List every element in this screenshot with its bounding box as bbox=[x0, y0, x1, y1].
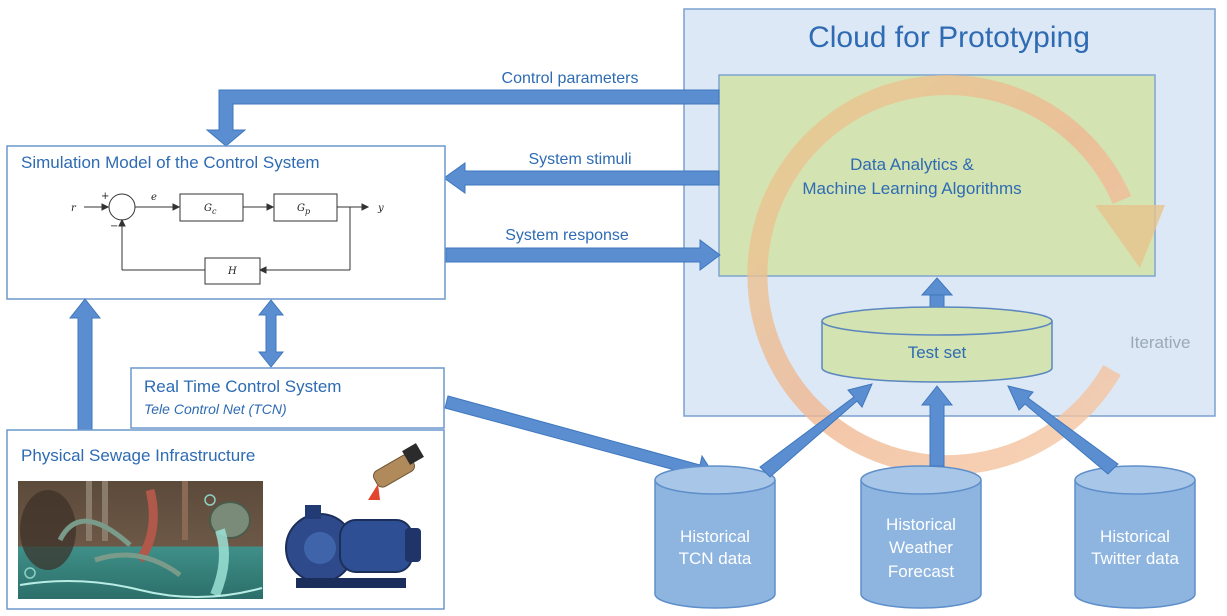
rtc-subtitle: Tele Control Net (TCN) bbox=[144, 401, 287, 417]
h-block-label: H bbox=[227, 266, 237, 277]
system-stimuli-label: System stimuli bbox=[528, 151, 631, 168]
signal-y-label: y bbox=[377, 203, 384, 214]
ml-label-line1: Data Analytics & bbox=[850, 155, 974, 174]
test-set-cylinder: Test set bbox=[821, 306, 1053, 383]
signal-e-label: e bbox=[151, 192, 157, 203]
pump-icon bbox=[285, 505, 421, 588]
twitter-data-cylinder: Historical Twitter data bbox=[1074, 465, 1196, 609]
test-set-label: Test set bbox=[908, 343, 967, 362]
sewer-illustration bbox=[18, 481, 263, 599]
ml-label-line2: Machine Learning Algorithms bbox=[802, 179, 1021, 198]
control-parameters-arrow bbox=[205, 89, 720, 147]
weather-label-1: Historical bbox=[886, 515, 956, 534]
cloud-title: Cloud for Prototyping bbox=[808, 21, 1090, 54]
weather-label-3: Forecast bbox=[888, 562, 954, 581]
twitter-to-testset-arrow bbox=[1007, 385, 1119, 475]
twitter-data-label-2: Twitter data bbox=[1091, 549, 1179, 568]
weather-forecast-cylinder: Historical Weather Forecast bbox=[860, 465, 982, 609]
system-stimuli-arrow bbox=[443, 162, 720, 194]
tcn-data-cylinder: Historical TCN data bbox=[654, 465, 776, 609]
tcn-to-testset-arrow bbox=[759, 383, 873, 478]
block-diagram bbox=[84, 193, 370, 285]
physical-to-simulation-arrow bbox=[68, 298, 102, 431]
gc-block-label: Gc bbox=[204, 203, 217, 216]
system-response-arrow bbox=[445, 239, 721, 271]
iterative-loop-arrow bbox=[747, 75, 1165, 475]
tcn-data-label-1: Historical bbox=[680, 527, 750, 546]
simulation-rtc-double-arrow bbox=[257, 299, 285, 368]
tcn-data-label-2: TCN data bbox=[679, 549, 752, 568]
sensor-device-icon bbox=[368, 443, 424, 500]
control-parameters-label: Control parameters bbox=[502, 70, 639, 87]
iterative-label: Iterative bbox=[1130, 333, 1190, 352]
simulation-title: Simulation Model of the Control System bbox=[21, 153, 320, 172]
weather-label-2: Weather bbox=[889, 538, 953, 557]
physical-title: Physical Sewage Infrastructure bbox=[21, 446, 255, 465]
sum-minus-label: − bbox=[110, 221, 118, 232]
sum-plus-label: + bbox=[101, 191, 109, 202]
weather-to-testset-arrow bbox=[920, 385, 954, 467]
gp-block-label: Gp bbox=[297, 203, 310, 216]
twitter-data-label-1: Historical bbox=[1100, 527, 1170, 546]
rtc-title: Real Time Control System bbox=[144, 377, 341, 396]
signal-r-label: r bbox=[71, 203, 77, 214]
block-diagram-labels: r + − e Gc Gp y H bbox=[71, 191, 384, 277]
ml-algorithms-box: Data Analytics & Machine Learning Algori… bbox=[718, 74, 1156, 277]
real-time-control-box: Real Time Control System Tele Control Ne… bbox=[130, 367, 445, 429]
system-response-label: System response bbox=[505, 227, 629, 244]
